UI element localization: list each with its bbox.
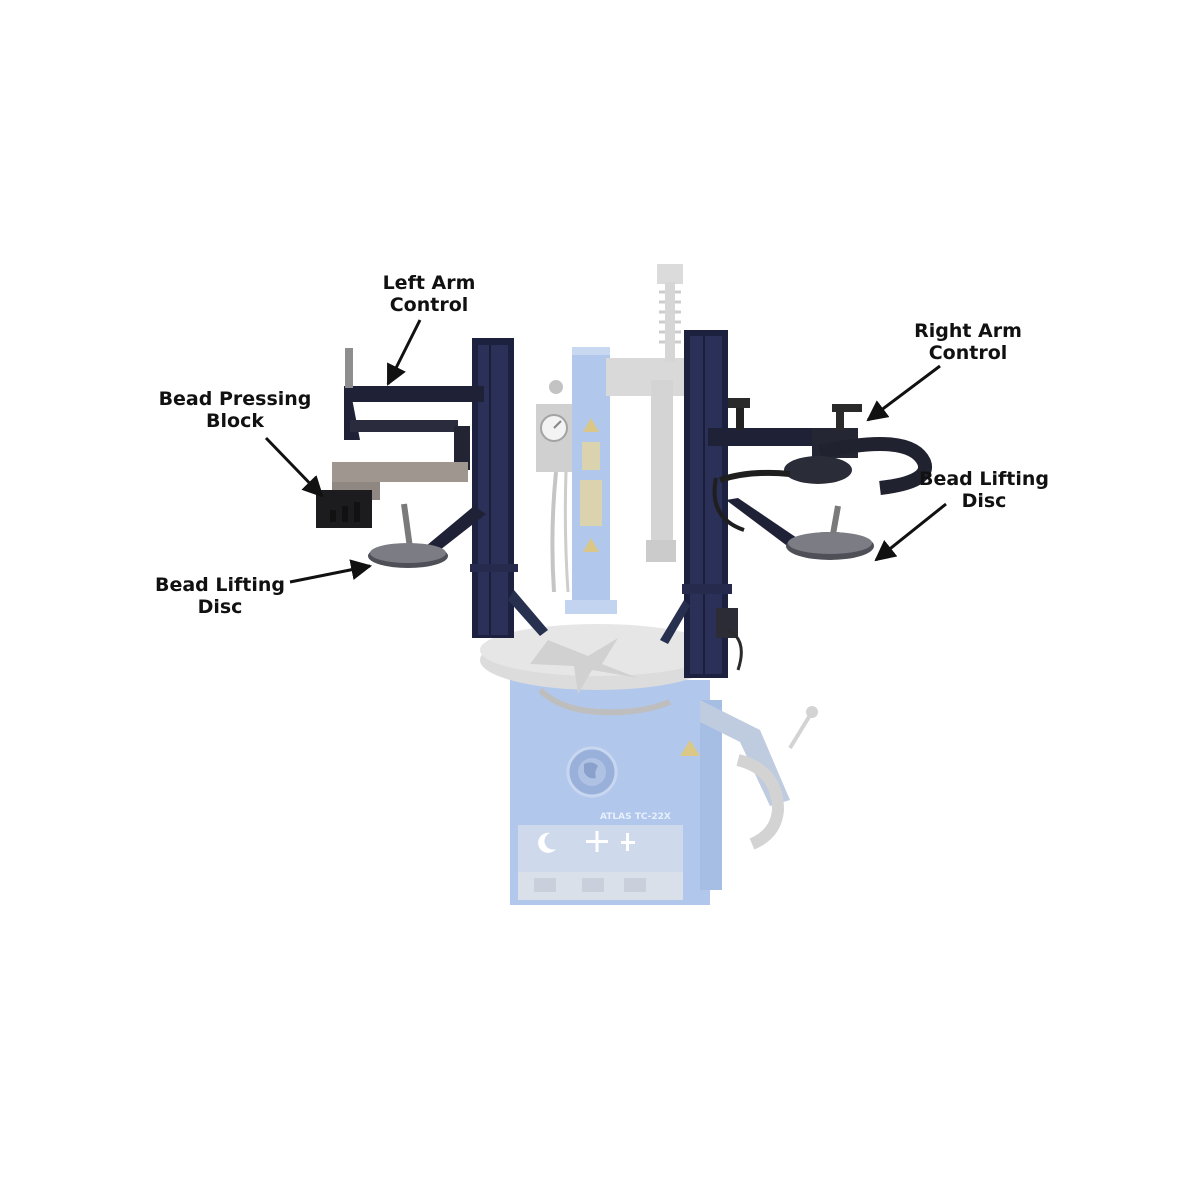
label-right-arm-control: Right Arm Control [914, 320, 1022, 364]
gauge-icon [540, 414, 568, 442]
swing-arm [606, 358, 690, 396]
moon-pedal-icon [538, 832, 556, 853]
right-press-bar [818, 437, 932, 495]
left-arm-control [344, 386, 484, 402]
label-bead-lifting-disc-left: Bead Lifting Disc [154, 574, 285, 618]
callout-arrows [264, 319, 947, 584]
right-arm-control [708, 428, 818, 446]
arrow-left-arm-control [386, 319, 422, 386]
tire-changer-base: ATLAS TC-22X [480, 264, 818, 905]
arrow-right-arm-control [866, 364, 941, 422]
bar-pedal-icon [621, 833, 635, 851]
left-helper-arm-assembly [316, 338, 548, 638]
arrow-bead-lifting-disc-left [289, 559, 373, 584]
right-helper-arm-assembly [660, 330, 932, 678]
label-bead-lifting-disc-right: Bead Lifting Disc [918, 468, 1049, 512]
label-left-arm-control: Left Arm Control [382, 272, 476, 316]
plus-pedal-icon [586, 831, 608, 852]
label-bead-pressing-block: Bead Pressing Block [158, 388, 312, 432]
bead-pressing-block-arm [332, 462, 468, 482]
arrow-bead-pressing-block [264, 436, 324, 498]
model-plate: ATLAS TC-22X [600, 812, 671, 822]
arrow-bead-lifting-disc-right [874, 502, 947, 562]
warning-icon [680, 740, 700, 756]
globe-logo-icon [566, 746, 618, 798]
